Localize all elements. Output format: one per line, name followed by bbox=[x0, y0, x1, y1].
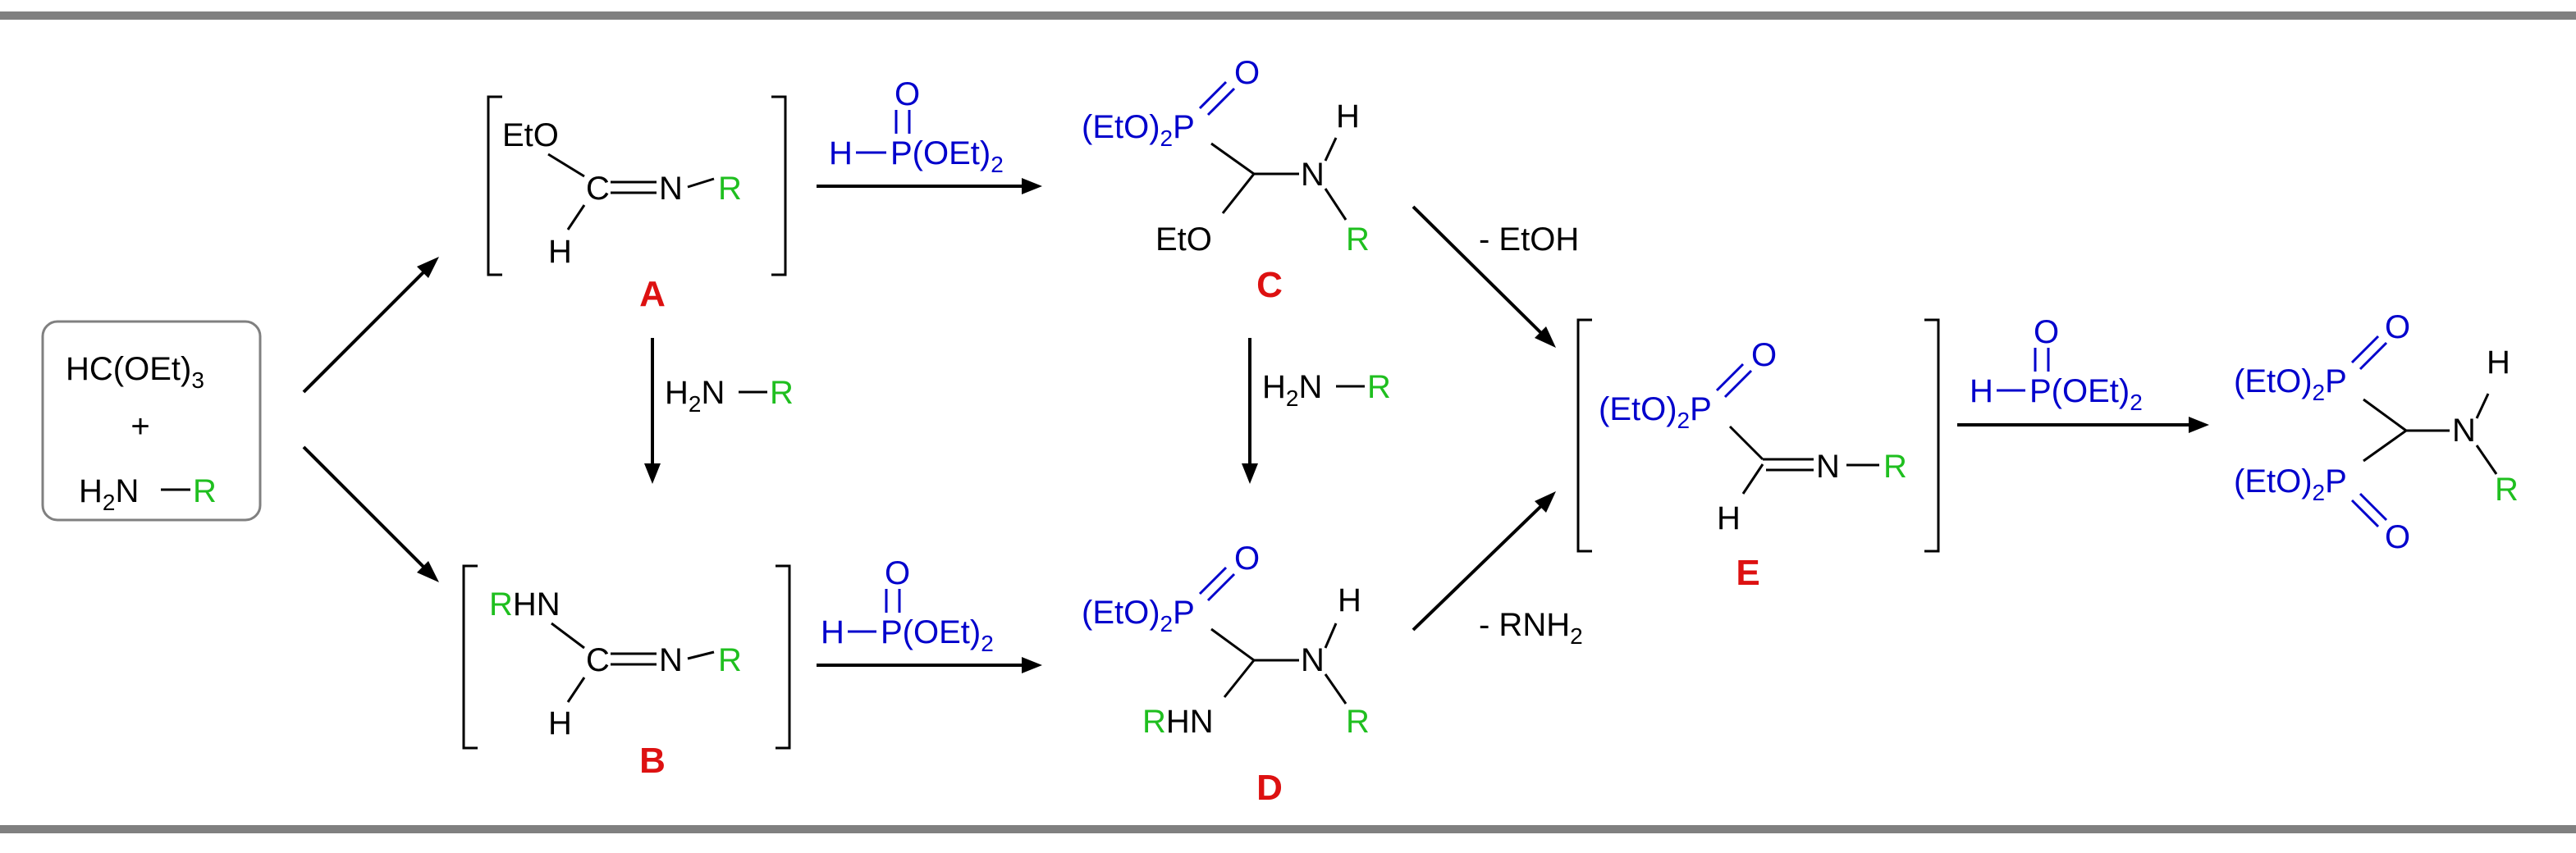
svg-text:R: R bbox=[718, 642, 742, 678]
phosphite-p: P(OEt)2 bbox=[890, 135, 1004, 177]
svg-text:C: C bbox=[586, 171, 610, 207]
intermediate-C: (EtO)2P O N H R EtO C bbox=[1082, 55, 1370, 305]
product-bisphosphonate: (EtO)2P O N H R (EtO)2P O bbox=[2234, 309, 2519, 555]
svg-text:(EtO)2P: (EtO)2P bbox=[2234, 363, 2347, 405]
starting-materials: HC(OEt)3 + H2N R bbox=[41, 320, 262, 522]
svg-text:H: H bbox=[1336, 98, 1360, 135]
svg-text:R: R bbox=[2495, 472, 2519, 508]
svg-text:(EtO)2P: (EtO)2P bbox=[1599, 391, 1712, 433]
svg-text:H: H bbox=[1717, 500, 1741, 536]
phosphite-reagent-A-to-C: O H P(OEt)2 bbox=[829, 76, 1004, 177]
svg-text:N: N bbox=[1301, 642, 1325, 678]
svg-text:(EtO)2P: (EtO)2P bbox=[2234, 463, 2347, 505]
phosphite-oxygen: O bbox=[885, 555, 910, 591]
svg-text:N: N bbox=[1301, 157, 1325, 193]
label-E: E bbox=[1736, 553, 1759, 593]
phosphite-p: P(OEt)2 bbox=[881, 614, 994, 656]
svg-text:R: R bbox=[1346, 221, 1370, 258]
starting-materials-box bbox=[41, 320, 262, 522]
svg-text:N: N bbox=[2452, 413, 2476, 449]
svg-text:RHN: RHN bbox=[489, 586, 560, 623]
elimination-etoh: - EtOH bbox=[1479, 221, 1579, 258]
bottom-rule bbox=[0, 825, 2576, 833]
amine-reagent-C-to-D: H2N R bbox=[1262, 369, 1391, 411]
arrows bbox=[302, 178, 2209, 673]
label-B: B bbox=[639, 741, 666, 781]
bracket-right bbox=[771, 95, 787, 276]
svg-text:H2N: H2N bbox=[665, 375, 725, 417]
intermediate-D: (EtO)2P O N H R RHN D bbox=[1082, 541, 1370, 808]
phosphite-reagent-E-to-product: O H P(OEt)2 bbox=[1970, 314, 2143, 415]
svg-text:H2N: H2N bbox=[1262, 369, 1322, 411]
svg-text:N: N bbox=[1816, 449, 1840, 485]
svg-text:H: H bbox=[548, 234, 572, 270]
svg-text:H: H bbox=[2487, 344, 2510, 381]
svg-text:EtO: EtO bbox=[1155, 221, 1212, 258]
intermediate-B: RHN C N R H B bbox=[462, 564, 791, 781]
phosphite-p: P(OEt)2 bbox=[2029, 373, 2143, 415]
label-C: C bbox=[1256, 265, 1283, 305]
svg-text:R: R bbox=[1346, 704, 1370, 740]
svg-text:R: R bbox=[718, 171, 742, 207]
svg-text:H: H bbox=[1338, 582, 1361, 618]
phosphite-h: H bbox=[829, 135, 853, 171]
intermediate-A: EtO C N R H A bbox=[487, 95, 787, 314]
svg-text:O: O bbox=[1234, 55, 1260, 91]
plus-sign: + bbox=[130, 408, 149, 445]
svg-text:O: O bbox=[2385, 519, 2410, 555]
label-D: D bbox=[1256, 768, 1283, 808]
phosphite-h: H bbox=[1970, 373, 1993, 409]
top-rule bbox=[0, 11, 2576, 20]
svg-text:O: O bbox=[1234, 541, 1260, 577]
svg-text:N: N bbox=[659, 171, 683, 207]
svg-text:O: O bbox=[1751, 337, 1777, 373]
svg-text:C: C bbox=[586, 642, 610, 678]
arrow-C-to-E bbox=[1412, 205, 1544, 336]
amine-reagent-A-to-B: H2N R bbox=[665, 375, 794, 417]
phosphite-oxygen: O bbox=[895, 76, 920, 112]
svg-text:EtO: EtO bbox=[502, 117, 559, 153]
bracket-left bbox=[487, 95, 502, 276]
svg-text:(EtO)2P: (EtO)2P bbox=[1082, 109, 1195, 151]
intermediate-E: (EtO)2P O N R H E bbox=[1576, 318, 1940, 593]
phosphite-oxygen: O bbox=[2034, 314, 2059, 350]
amine-r-group: R bbox=[193, 473, 217, 509]
label-A: A bbox=[639, 274, 666, 314]
reagent-amine: H2N bbox=[79, 473, 139, 515]
svg-text:(EtO)2P: (EtO)2P bbox=[1082, 595, 1195, 636]
phosphite-h: H bbox=[821, 614, 844, 650]
reagent-triethyl-orthoformate: HC(OEt)3 bbox=[66, 351, 204, 393]
svg-text:R: R bbox=[1883, 449, 1907, 485]
svg-text:N: N bbox=[659, 642, 683, 678]
svg-text:O: O bbox=[2385, 309, 2410, 345]
arrow-D-to-E bbox=[1412, 503, 1544, 632]
svg-text:R: R bbox=[770, 375, 794, 411]
arrow-start-to-B bbox=[302, 445, 427, 570]
arrow-start-to-A bbox=[302, 269, 427, 394]
phosphite-reagent-B-to-D: O H P(OEt)2 bbox=[821, 555, 994, 656]
elimination-rnh2: - RNH2 bbox=[1479, 607, 1583, 649]
svg-text:R: R bbox=[1367, 369, 1391, 405]
svg-text:RHN: RHN bbox=[1142, 704, 1214, 740]
svg-text:H: H bbox=[548, 705, 572, 741]
